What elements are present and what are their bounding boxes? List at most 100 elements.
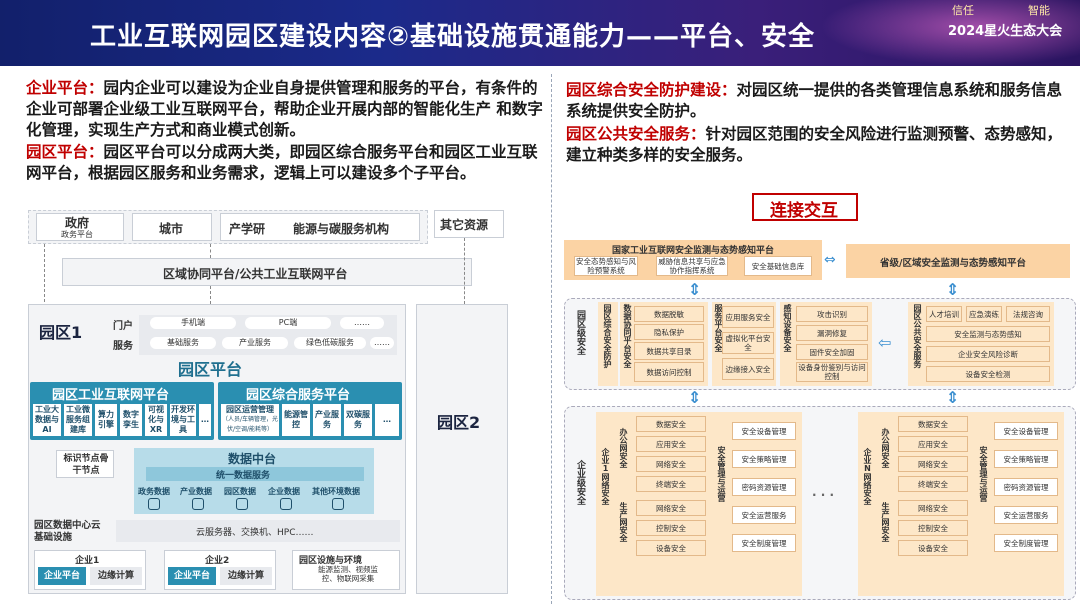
production-net-label: 生产网安全 [619,502,628,542]
data-item: 园区数据 [224,487,256,496]
data-security-item: 数据访问控制 [634,362,704,382]
bidirectional-arrow-icon: ⇔ [824,252,836,268]
public-item: 企业安全风险诊断 [926,346,1050,362]
brand-word-left: 信任 [952,4,974,17]
service-green: 绿色低碳服务 [294,337,366,349]
city-box: 城市 [132,213,212,241]
iiot-item: 开发环境与工具 [170,404,196,436]
enterpriseN-security-label: 企业N网络安全 [863,448,872,505]
connector-line [464,238,465,304]
facility-items: 能源监测、视频监控、物联网采集 [318,565,378,583]
park1-label: 园区1 [39,323,83,342]
mgmt-item: 安全制度管理 [732,534,796,552]
mgmt-item: 安全策略管理 [994,450,1058,468]
service-basic: 基础服务 [150,337,216,349]
enterprise1-edge: 边缘计算 [90,567,142,585]
mgmt-item: 安全设备管理 [732,422,796,440]
office-net-label: 办公网安全 [619,428,628,468]
production-item: 控制安全 [898,520,968,536]
national-item: 安全基础信息库 [744,256,812,276]
mgmt-label: 安全管理与运营 [979,446,988,502]
park-comp-box [598,302,618,386]
mgmt-item: 安全制度管理 [994,534,1058,552]
public-item: 设备安全检测 [926,366,1050,382]
facility-label: 园区设施与环境 [299,556,363,566]
iiot-item: … [199,404,211,436]
gov-sub-label: 政务平台 [61,230,93,239]
service-platform-label: 园区综合服务平台 [246,388,351,403]
service-industry: 产业服务 [222,337,288,349]
up-down-arrow-icon: ⇕ [688,388,702,407]
national-item: 威胁信息共享与应急协作指挥系统 [656,256,728,276]
service-label: 服务 [113,341,133,352]
national-item: 安全态势感知与风险预警系统 [574,256,638,276]
public-item: 法规咨询 [1006,306,1050,322]
portal-label: 门户 [113,321,133,332]
data-security-item: 隐私保护 [634,324,704,340]
park-platform-paragraph: 园区平台：园区平台可以分成两大类，即园区综合服务平台和园区工业互联网平台，根据园… [26,142,546,184]
park-security-label: 园区综合安全防护建设： [566,81,737,99]
enterprise2-platform: 企业平台 [168,567,216,585]
unified-data-bar [146,467,364,481]
enterprise-platform-body: 园内企业可以建设为企业自身提供管理和服务的平台，有条件的 企业可部署企业级工业互… [26,79,543,139]
energy-label: 能源与碳服务机构 [293,222,390,236]
service-ops-detail: （人员/车辆管理，光伏/空调/能耗等） [221,416,279,433]
enterprise1-security-box [596,412,802,596]
header-banner [0,0,1080,66]
data-item: 企业数据 [268,487,300,496]
cloud-infra-label: 云服务器、交换机、HPC…… [196,528,314,538]
production-item: 网络安全 [636,500,706,516]
connect-box [752,193,858,221]
other-resources-box: 其它资源 [434,210,504,238]
data-middle-platform-box [134,448,374,514]
public-item: 应急演练 [966,306,1002,322]
iiot-item: 可视化与XR [145,404,167,436]
data-security-item: 数据共享目录 [634,342,704,360]
perception-item: 设备身份鉴别与访问控制 [796,362,868,382]
service-more: …… [370,337,394,349]
iiot-item: 工业微服务组建库 [64,404,92,436]
perception-item: 攻击识别 [796,306,868,322]
mgmt-item: 安全设备管理 [994,422,1058,440]
iiot-item: 算力引擎 [95,404,117,436]
city-label: 城市 [159,222,184,236]
service-item: 产业服务 [313,404,341,436]
production-item: 设备安全 [636,540,706,556]
database-icon [192,498,204,510]
office-item: 应用安全 [636,436,706,452]
enterprise-platform-label: 企业平台： [26,79,104,97]
iiot-item: 工业大数据与AI [33,404,61,436]
park-platform-body: 园区平台可以分成两大类，即园区综合服务平台和园区工业互联网平台，根据园区服务和业… [26,143,538,182]
facility-box: 园区设施与环境 能源监测、视频监控、物联网采集 [292,550,400,590]
park-security-body: 对园区统一提供的各类管理信息系统和服务信息系统提供安全防护。 [566,81,1063,120]
connector-line [44,244,45,302]
portal-pc: PC端 [245,317,331,329]
up-down-arrow-icon: ⇕ [946,280,960,299]
enterprise1-platform: 企业平台 [38,567,86,585]
public-item: 人才培训 [926,306,962,322]
public-security-label: 园区公共安全服务： [566,125,706,143]
mgmt-item: 安全运营服务 [732,506,796,524]
service-security-item: 虚拟化平台安全 [722,332,774,354]
provincial-platform-box [846,244,1070,278]
ellipsis-dots: · · · [812,488,835,502]
production-item: 网络安全 [898,500,968,516]
gov-label: 政府 [65,216,90,230]
public-security-service-label: 园区公共安全服务 [913,304,922,368]
park-level-label: 园区级安全 [575,310,585,355]
connect-label: 连接交互 [770,201,838,221]
portal-mobile: 手机端 [150,317,236,329]
service-item: 双碳服务 [344,404,372,436]
connector-line [210,244,211,258]
park-comp-label: 园区综合安全防护 [603,304,612,368]
iur-energy-box: 产学研 能源与碳服务机构 [220,213,420,241]
service-security-label: 服务平台安全 [714,304,723,352]
collab-platform-label: 区域协同平台/公共工业互联网平台 [163,267,348,281]
office-item: 数据安全 [636,416,706,432]
id-node-label: 标识节点骨干节点 [63,454,109,476]
enterprise1-label: 企业1 [75,556,100,566]
column-divider [551,74,552,604]
mgmt-item: 安全运营服务 [994,506,1058,524]
database-icon [280,498,292,510]
perception-item: 漏洞修复 [796,325,868,341]
